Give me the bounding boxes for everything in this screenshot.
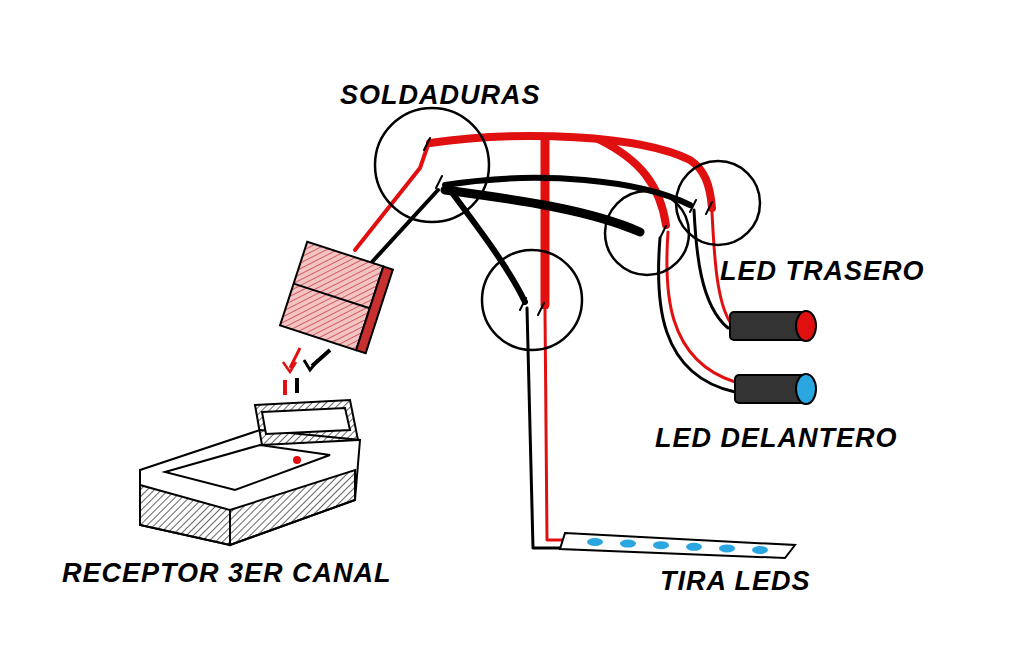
part-label: RECEPTOR 3ER CANAL <box>62 560 392 587</box>
part-label: TIRA LEDS <box>660 568 811 595</box>
led-dot <box>719 544 735 552</box>
part-label: SOLDADURAS <box>340 82 541 109</box>
led-dot <box>752 546 768 554</box>
led-dot <box>686 543 702 551</box>
part-label: LED TRASERO <box>720 258 925 285</box>
part-label: LED DELANTERO <box>655 425 898 452</box>
led-dot <box>653 541 669 549</box>
led-dot <box>620 540 636 548</box>
led-dot <box>587 538 603 546</box>
